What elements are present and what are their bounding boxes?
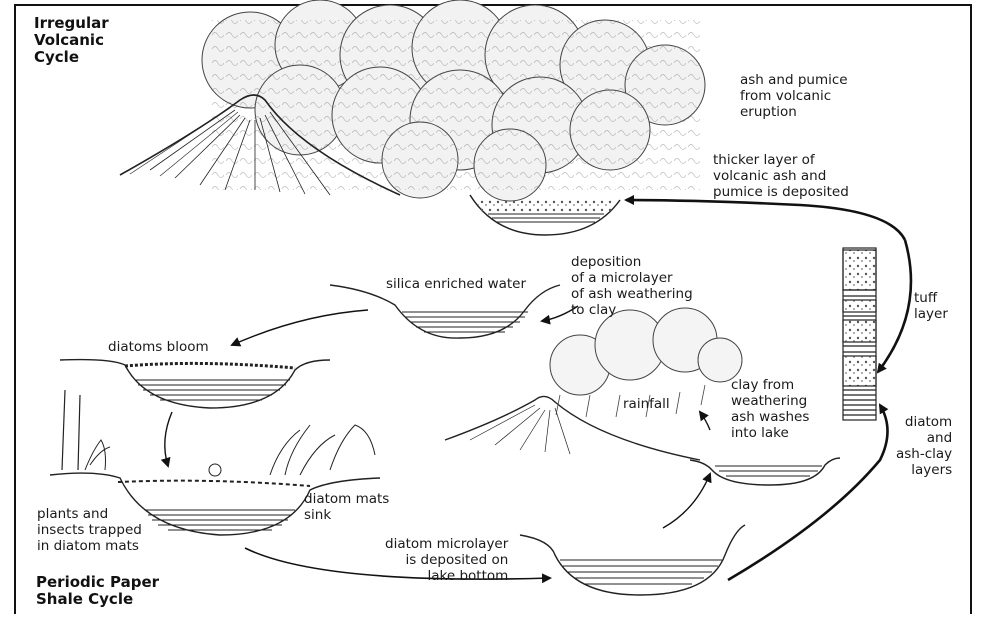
label-diatom-ash-clay: diatom and ash-clay layers [896,414,952,478]
label-deposition-microlayer: deposition of a microlayer of ash weathe… [571,254,693,318]
arrow-tuff-to-column [878,240,911,372]
label-thicker-layer: thicker layer of volcanic ash and pumice… [713,152,849,200]
title-irregular-volcanic-cycle: Irregular Volcanic Cycle [34,15,109,66]
title-periodic-paper-shale-cycle: Periodic Paper Shale Cycle [36,574,159,608]
clay-lake [690,458,840,485]
label-diatom-mats-sink: diatom mats sink [304,491,389,523]
ash-cloud [202,0,705,201]
arrow-silica-to-bloom [232,310,368,345]
label-plants-insects: plants and insects trapped in diatom mat… [37,506,142,554]
label-ash-pumice: ash and pumice from volcanic eruption [740,72,848,120]
label-silica-water: silica enriched water [386,276,526,292]
top-lake [470,195,620,235]
arrow-bottom-to-clay [663,474,710,528]
label-rainfall: rainfall [623,396,670,412]
label-diatoms-bloom: diatoms bloom [108,339,209,355]
bloom-lake [60,360,330,408]
bottom-lake [520,525,745,595]
arrow-tuff-to-lake [626,200,905,240]
label-diatom-microlayer: diatom microlayer is deposited on lake b… [385,536,508,584]
arrow-bloom-to-mats [165,412,172,466]
arrow-clay-to-rain [700,412,710,430]
label-tuff-layer: tuff layer [914,290,948,322]
label-clay-weathering: clay from weathering ash washes into lak… [731,377,809,441]
silica-lake [330,285,560,338]
strata-column [843,248,876,420]
